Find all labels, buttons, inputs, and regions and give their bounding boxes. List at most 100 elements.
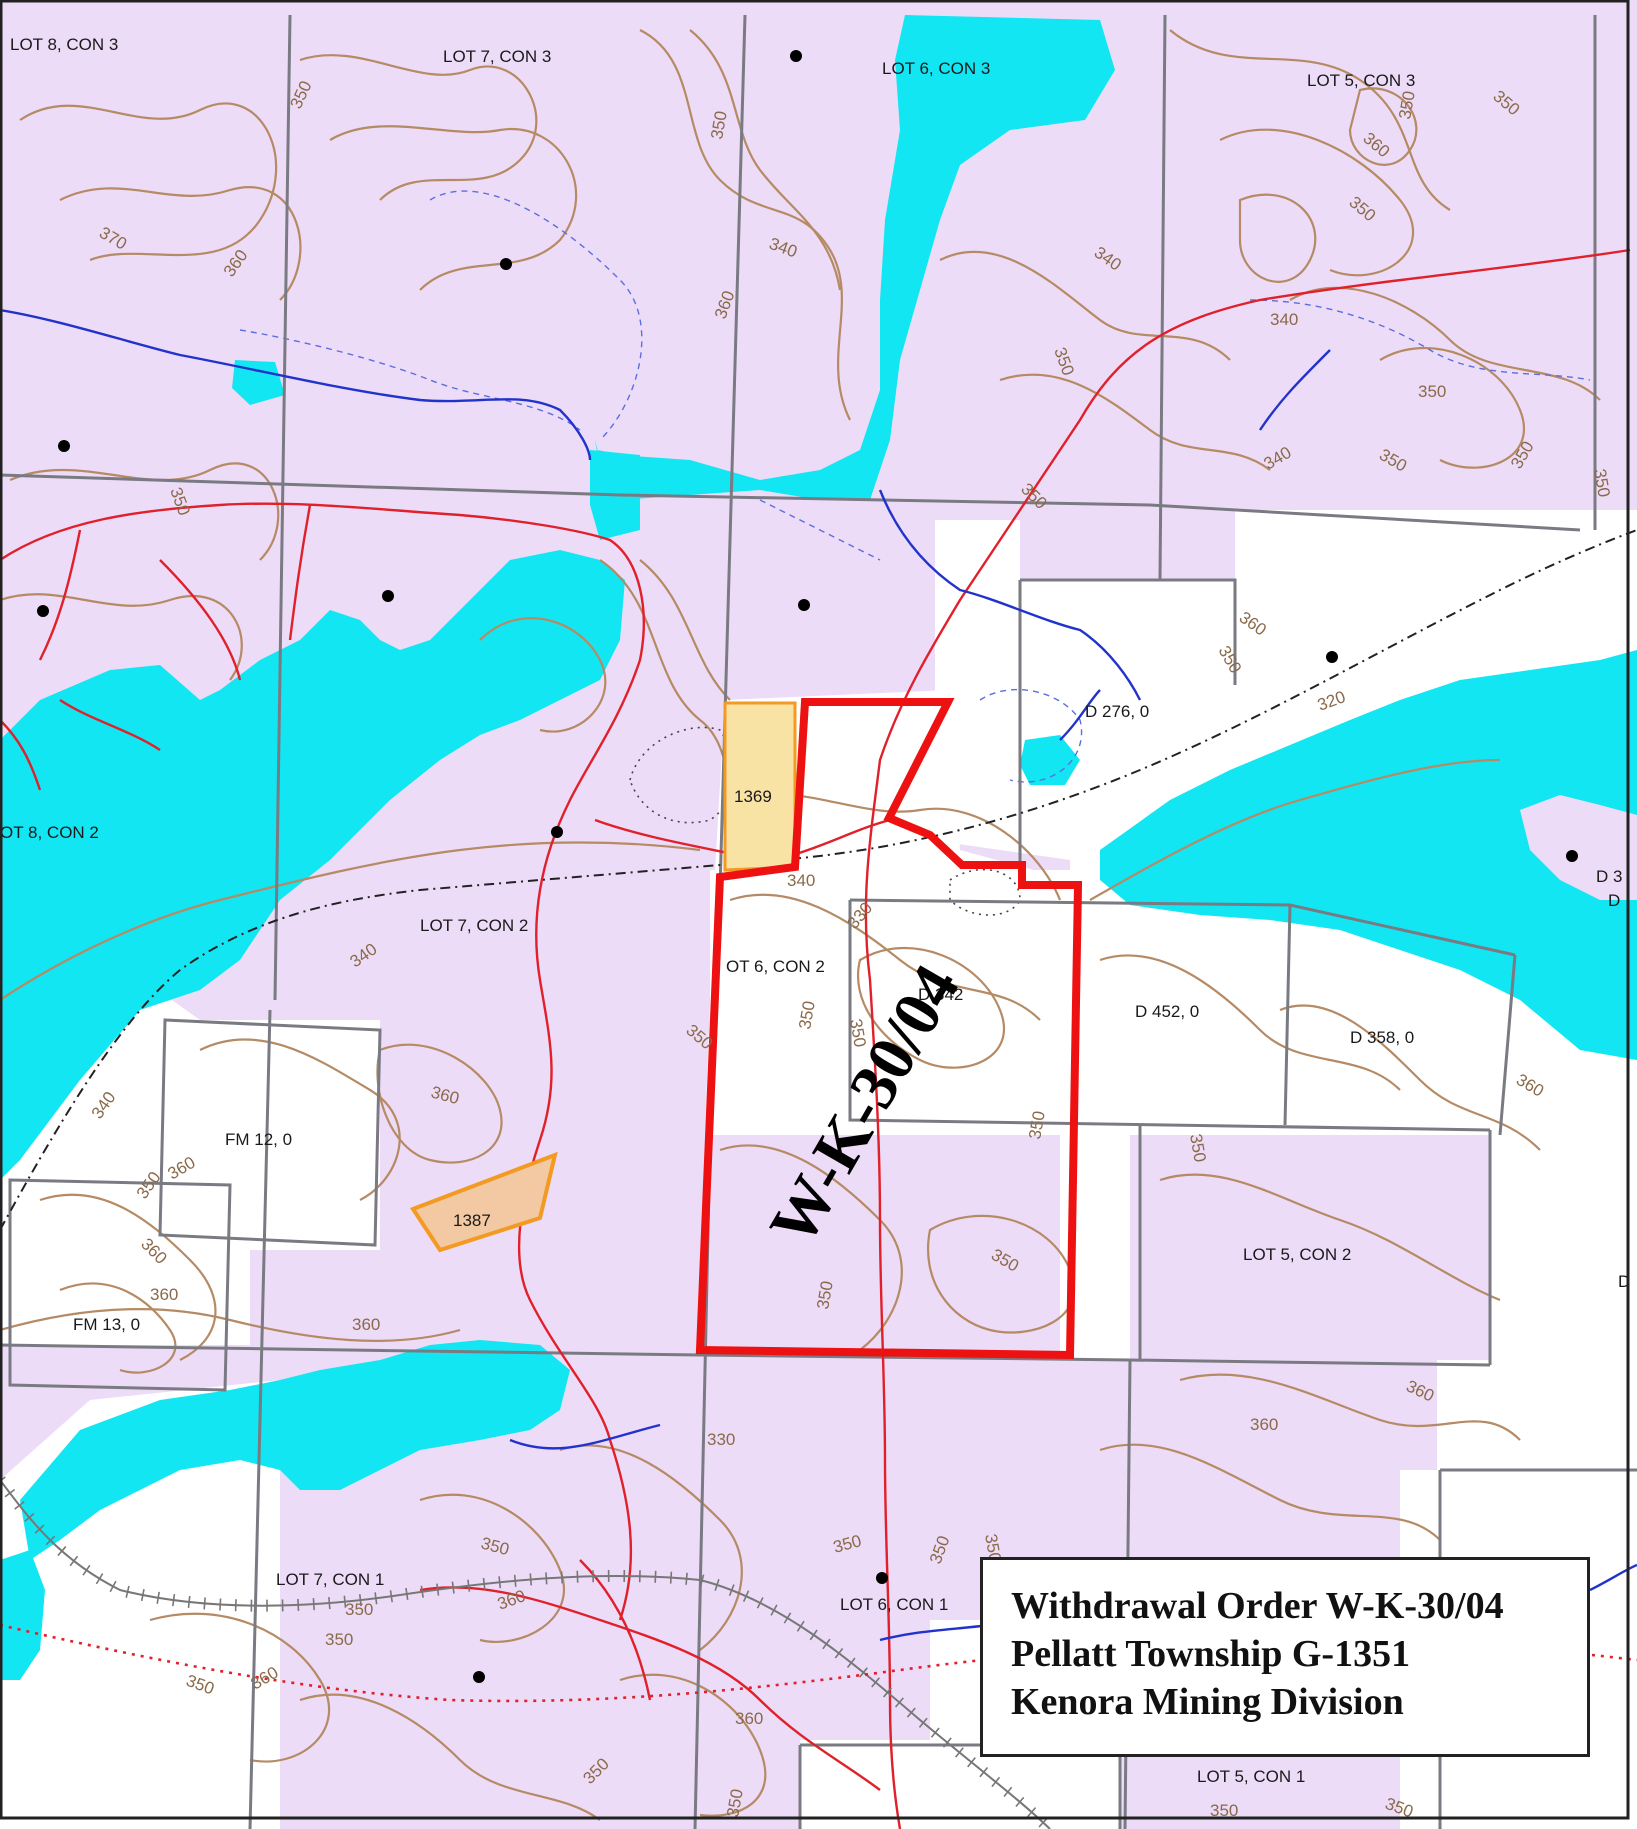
road [419, 1586, 881, 1791]
lot-marker [58, 440, 70, 452]
lake-southwest-edge [0, 1550, 45, 1680]
railway-line [0, 1479, 1051, 1829]
withdrawal-area-boundary[interactable] [695, 698, 1083, 1360]
contour-line [619, 1673, 767, 1817]
contour-line [927, 1214, 1076, 1334]
parcel-label: D [1608, 891, 1620, 910]
lot-line [1158, 14, 1167, 581]
lot-marker [1326, 651, 1338, 663]
contour-line [479, 617, 607, 733]
elevation-label: 360 [352, 1315, 380, 1334]
road [59, 699, 161, 751]
parcel-label-layer: D 276, 0 D 342 D 452, 0 D 358, 0 FM 12, … [73, 702, 1630, 1334]
stream [879, 1623, 991, 1642]
elevation-label: 350 [1418, 382, 1446, 401]
elevation-label: 350 [1395, 89, 1419, 120]
parcel-label: D 342 [918, 985, 963, 1004]
lot-label: LOT 6, CON 1 [840, 1595, 948, 1614]
parcel-label: FM 12, 0 [225, 1130, 292, 1149]
contour-line [1089, 758, 1501, 901]
lot-label: LOT 8, CON 3 [10, 35, 118, 54]
parcel-label: FM 13, 0 [73, 1315, 140, 1334]
map-title-box: Withdrawal Order W-K-30/04 Pellatt Towns… [980, 1557, 1590, 1757]
lot-line [848, 900, 1491, 1132]
parcel-label: D 276, 0 [1085, 702, 1149, 721]
road-layer [0, 248, 1631, 1829]
contour-line [0, 1308, 461, 1342]
elevation-label: 360 [150, 1285, 178, 1304]
lot-line [8, 1178, 232, 1392]
lot-label: LOT 7, CON 1 [276, 1570, 384, 1589]
lot-line [1283, 904, 1292, 1126]
patented-parcel-south-centre [800, 1740, 1120, 1829]
transmission-line [0, 529, 1637, 1231]
contour-line [39, 1193, 217, 1361]
pond-centre [1020, 735, 1080, 785]
stream [1059, 689, 1101, 741]
stream [1589, 1563, 1637, 1592]
lot-marker [551, 826, 563, 838]
contour-line [939, 250, 1231, 361]
wetland-outline-layer [629, 726, 1021, 916]
claim-1369-label: 1369 [734, 787, 772, 806]
contour-line [9, 462, 280, 561]
contour-line [1179, 1373, 1521, 1441]
stream [0, 308, 592, 461]
stream [878, 489, 1142, 701]
elevation-label: 350 [345, 1600, 373, 1619]
elevation-label: 350 [723, 1787, 747, 1818]
map-title-division: Kenora Mining Division [1011, 1681, 1404, 1723]
contour-line [1348, 87, 1418, 166]
contour-line [299, 54, 538, 201]
contour-line [639, 29, 851, 421]
elevation-label: 350 [795, 999, 819, 1030]
lot-line [248, 1009, 272, 1829]
elevation-label: 350 [813, 1279, 837, 1310]
lot-marker [790, 50, 802, 62]
lot-marker [876, 1572, 888, 1584]
contour-line [19, 102, 278, 262]
stream [509, 1423, 661, 1450]
contour-line [299, 1693, 601, 1821]
road [0, 719, 42, 791]
road [38, 529, 82, 661]
contour-line [1099, 954, 1401, 1091]
elevation-label: 340 [1270, 310, 1298, 329]
contour-layer [0, 29, 1601, 1821]
island-east [1520, 795, 1637, 900]
parcel-label: D 358, 0 [1350, 1028, 1414, 1047]
elevation-label: 350 [1210, 1801, 1238, 1820]
lot-line [1498, 954, 1517, 1136]
lot-label: LOT 7, CON 2 [420, 916, 528, 935]
lot-label-layer: LOT 8, CON 3 LOT 7, CON 3 LOT 6, CON 3 L… [0, 35, 1415, 1786]
lake-west [0, 550, 625, 1180]
contour-line [999, 373, 1271, 471]
intermittent-stream [759, 499, 881, 561]
contour-line [689, 29, 842, 291]
intermittent-stream [1249, 299, 1591, 381]
lot-marker-layer [37, 50, 1578, 1683]
elevation-label: 360 [1250, 1415, 1278, 1434]
intermittent-stream-layer [239, 190, 1591, 783]
lot-line [1020, 578, 1237, 685]
contour-line [1219, 128, 1415, 277]
concession-line [0, 1343, 1491, 1367]
contour-line [1379, 346, 1526, 469]
lake-south [20, 1340, 570, 1560]
intermittent-stream [429, 190, 643, 441]
elevation-label: 350 [846, 1017, 870, 1048]
intermittent-stream [979, 688, 1083, 783]
lot-marker [382, 590, 394, 602]
lot-label: OT 6, CON 2 [726, 957, 825, 976]
parcel-label: D 3 [1596, 867, 1622, 886]
lot-marker [473, 1671, 485, 1683]
map-title-order: Withdrawal Order W-K-30/04 [1011, 1585, 1504, 1627]
claim-1387-area[interactable] [409, 1151, 558, 1253]
elevation-label: 350 [707, 109, 731, 140]
wetland-outline [629, 726, 735, 824]
elevation-label: 350 [1590, 467, 1614, 498]
stream-layer [0, 308, 1637, 1642]
lot-label: LOT 5, CON 2 [1243, 1245, 1351, 1264]
intermittent-stream [239, 329, 581, 431]
contour-line [1099, 1443, 1441, 1541]
